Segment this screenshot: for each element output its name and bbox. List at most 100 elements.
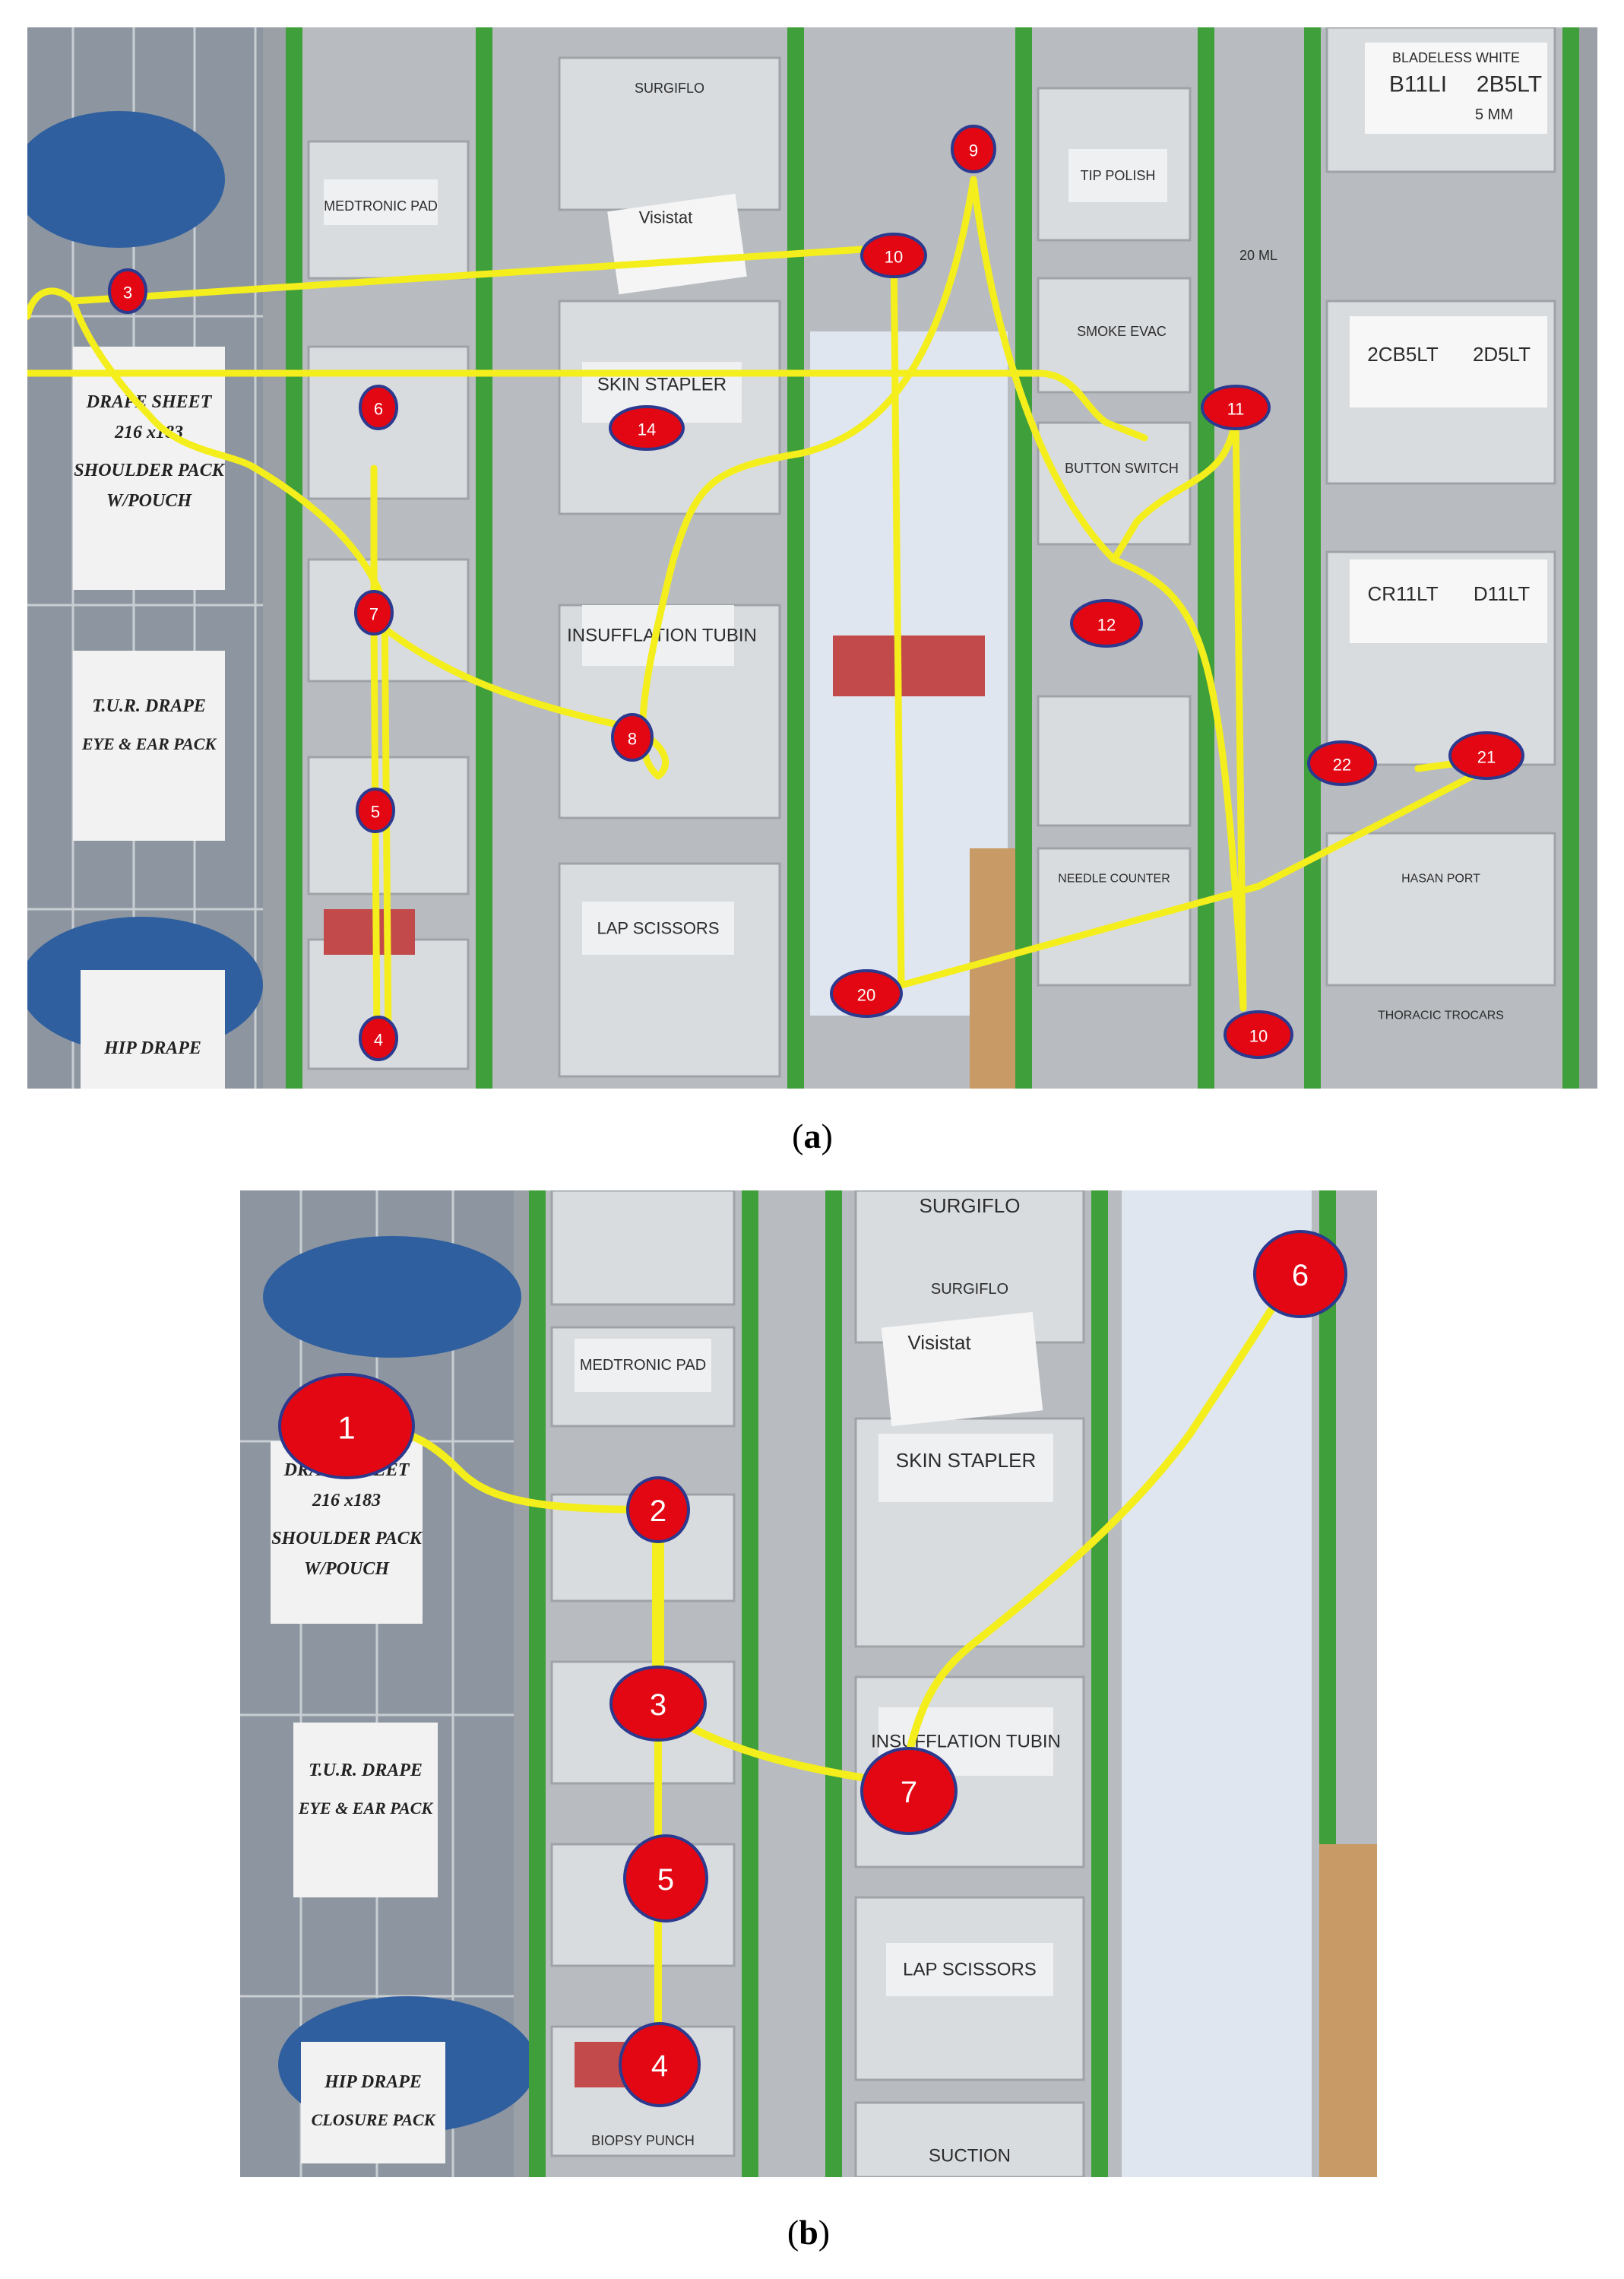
photo-panel-b: DRAPE SHEET 216 x183 SHOULDER PACK W/POU… <box>240 1190 1377 2177</box>
shelving <box>286 27 1579 1089</box>
svg-text:1: 1 <box>337 1410 355 1446</box>
sign-line: W/POUCH <box>304 1559 390 1579</box>
bin-label: NEEDLE COUNTER <box>1058 873 1170 886</box>
sign-drape-sheet: DRAPE SHEET 216 x183 SHOULDER PACK W/POU… <box>73 347 226 590</box>
bin-label: SURGIFLO <box>931 1281 1008 1298</box>
svg-text:10: 10 <box>885 248 903 267</box>
markers: 3 10 9 6 14 11 7 12 8 5 22 21 20 4 10 <box>108 125 1524 1061</box>
bin-labels: SURGIFLO SURGIFLO MEDTRONIC PAD Visistat… <box>575 1194 1061 2166</box>
marker-14: 14 <box>609 405 685 451</box>
marker-10-bottom: 10 <box>1224 1010 1293 1059</box>
marker-6: 6 <box>1253 1230 1347 1318</box>
caption-letter: b <box>799 2213 818 2252</box>
sign-drape-sheet: DRAPE SHEET 216 x183 SHOULDER PACK W/POU… <box>271 1441 423 1624</box>
sign-hip-drape: HIP DRAPE <box>81 970 225 1089</box>
marker-3: 3 <box>609 1666 707 1742</box>
markers: 1 2 3 5 4 6 7 <box>278 1230 1347 2107</box>
sign-line: CLOSURE PACK <box>312 2110 436 2129</box>
caption-a: (a) <box>792 1117 833 1155</box>
bin-label: Visistat <box>907 1331 971 1354</box>
bin-label: HASAN PORT <box>1401 873 1480 886</box>
caption-letter: a <box>803 1117 821 1155</box>
marker-6: 6 <box>359 385 398 430</box>
marker-8: 8 <box>611 713 654 762</box>
svg-text:3: 3 <box>123 284 132 303</box>
sign-line: EYE & EAR PACK <box>298 1799 434 1818</box>
marker-4: 4 <box>619 2022 701 2107</box>
bin-label: BUTTON SWITCH <box>1065 461 1179 476</box>
bin-label: TIP POLISH <box>1081 168 1156 183</box>
svg-text:22: 22 <box>1333 756 1351 775</box>
svg-text:4: 4 <box>374 1031 383 1050</box>
svg-text:2: 2 <box>650 1495 666 1528</box>
bin-label: SURGIFLO <box>635 81 704 96</box>
wire-rack <box>240 1190 537 2177</box>
marker-2: 2 <box>626 1476 690 1543</box>
bin-label: D11LT <box>1474 582 1530 605</box>
sign-tur-drape: T.U.R. DRAPE EYE & EAR PACK <box>293 1723 438 1897</box>
bin-label: 2B5LT <box>1477 72 1542 97</box>
sign-line: HIP DRAPE <box>324 2072 422 2092</box>
svg-text:12: 12 <box>1097 616 1116 635</box>
marker-11: 11 <box>1201 385 1271 430</box>
bin-label: SUCTION <box>929 2146 1011 2166</box>
bin-label: MEDTRONIC PAD <box>580 1357 706 1374</box>
sign-line: 216 x183 <box>312 1491 381 1510</box>
svg-text:10: 10 <box>1249 1027 1268 1046</box>
bin-label: Visistat <box>639 208 693 227</box>
svg-text:6: 6 <box>374 400 383 419</box>
marker-20: 20 <box>830 969 903 1018</box>
bin-label: LAP SCISSORS <box>903 1960 1037 1980</box>
svg-text:8: 8 <box>628 730 637 749</box>
bin-label: INSUFFLATION TUBIN <box>567 626 757 646</box>
bin-label: LAP SCISSORS <box>597 919 720 938</box>
bin-label: CR11LT <box>1368 582 1439 605</box>
marker-3: 3 <box>108 268 147 314</box>
photo-panel-a: DRAPE SHEET 216 x183 SHOULDER PACK W/POU… <box>27 27 1597 1089</box>
sign-line: EYE & EAR PACK <box>81 734 217 753</box>
bin-label: BIOPSY PUNCH <box>591 2133 695 2148</box>
marker-7: 7 <box>354 590 394 636</box>
svg-text:7: 7 <box>901 1776 917 1809</box>
sign-line: T.U.R. DRAPE <box>92 696 206 716</box>
bin-label: SKIN STAPLER <box>597 375 727 395</box>
bin-label: SURGIFLO <box>920 1194 1021 1217</box>
bin-label: SMOKE EVAC <box>1077 324 1167 339</box>
bin-label: 2CB5LT <box>1367 343 1439 366</box>
marker-22: 22 <box>1307 740 1377 786</box>
bin-label: SKIN STAPLER <box>896 1449 1036 1472</box>
svg-text:3: 3 <box>650 1688 666 1722</box>
sign-line: SHOULDER PACK <box>74 461 226 480</box>
sign-line: W/POUCH <box>106 491 192 511</box>
marker-5: 5 <box>623 1834 708 1922</box>
svg-text:9: 9 <box>969 141 978 160</box>
svg-text:11: 11 <box>1227 400 1245 419</box>
bin-label: 5 MM <box>1475 106 1513 123</box>
sign-line: HIP DRAPE <box>103 1038 201 1058</box>
bin-label: BLADELESS WHITE <box>1392 50 1520 65</box>
marker-9: 9 <box>951 125 996 173</box>
svg-text:21: 21 <box>1477 748 1496 767</box>
marker-10-top: 10 <box>860 233 927 278</box>
marker-12: 12 <box>1070 599 1143 648</box>
bin-labels: MEDTRONIC PAD SURGIFLO Visistat SKIN STA… <box>324 43 1547 1022</box>
marker-21: 21 <box>1448 731 1524 780</box>
bin-label: 2D5LT <box>1473 343 1531 366</box>
sign-hip-drape: HIP DRAPE CLOSURE PACK <box>301 2042 445 2163</box>
sign-line: T.U.R. DRAPE <box>309 1761 423 1780</box>
marker-7: 7 <box>860 1747 958 1835</box>
svg-text:5: 5 <box>371 803 380 822</box>
bin-label: 20 ML <box>1239 248 1277 263</box>
sign-line: DRAPE SHEET <box>86 392 213 412</box>
sign-line: SHOULDER PACK <box>271 1529 423 1548</box>
bin-label: MEDTRONIC PAD <box>324 198 438 214</box>
caption-b: (b) <box>787 2213 831 2252</box>
svg-text:7: 7 <box>369 605 378 624</box>
svg-text:20: 20 <box>857 986 875 1005</box>
marker-4: 4 <box>359 1016 398 1061</box>
marker-5: 5 <box>356 788 395 833</box>
svg-text:5: 5 <box>657 1863 674 1897</box>
bin-label: THORACIC TROCARS <box>1378 1010 1504 1022</box>
bin-label: B11LI <box>1389 72 1447 97</box>
svg-text:6: 6 <box>1292 1259 1309 1292</box>
